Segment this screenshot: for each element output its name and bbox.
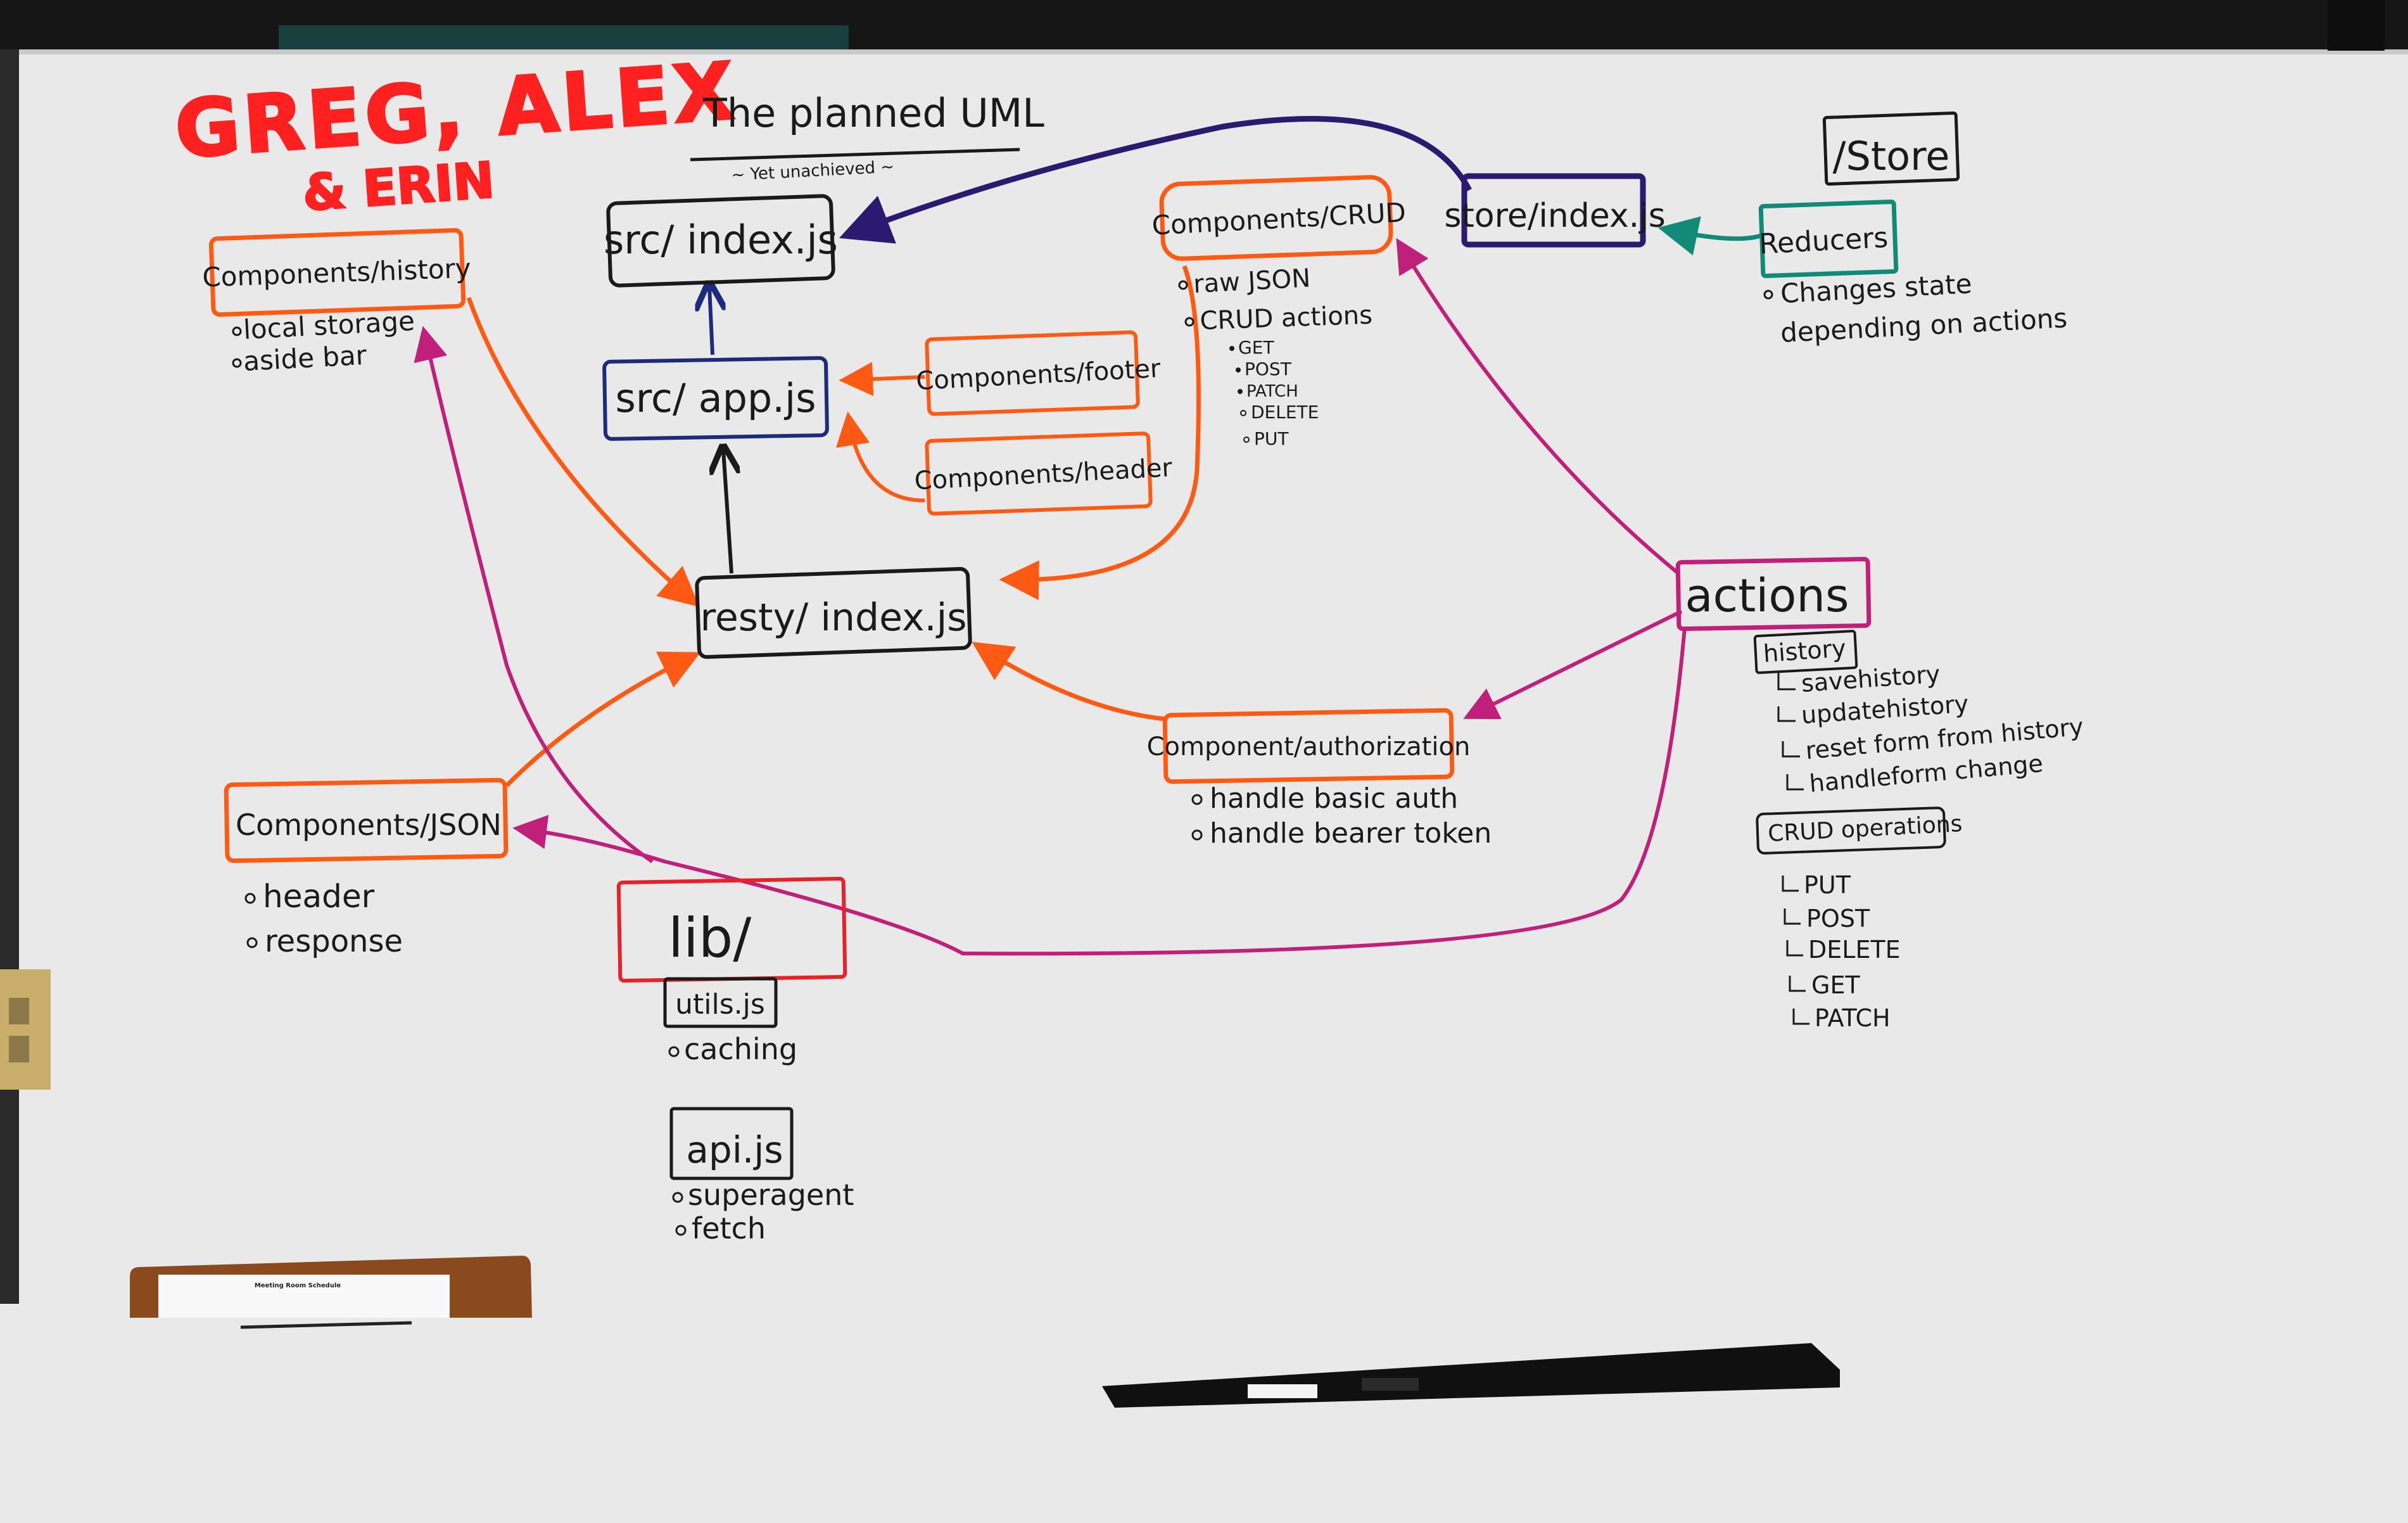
edge-actions-to-json — [512, 627, 1687, 956]
arrow-hook — [1782, 876, 1799, 892]
node-src-app-label: src/ app.js — [615, 375, 816, 421]
actions-crud-item-1: PUT — [1804, 871, 1851, 899]
node-resty-index-label: resty/ index.js — [700, 596, 967, 640]
node-lib: lib/ — [616, 877, 847, 983]
actions-crud-item-3: DELETE — [1808, 936, 1901, 964]
comp-crud-subnote-5: PUT — [1254, 428, 1289, 449]
node-api-label: api.js — [686, 1128, 783, 1171]
edge-auth-to-resty — [972, 642, 1166, 722]
comp-crud-subnote-3: PATCH — [1246, 382, 1298, 401]
node-comp-auth: Component/authorization handle basic aut… — [1147, 708, 1492, 850]
node-src-index-label: src/ index.js — [604, 217, 838, 263]
node-store: /Store — [1822, 112, 1960, 186]
comp-auth-note-1: handle basic auth — [1210, 782, 1458, 815]
bullet — [232, 358, 242, 368]
bullet — [1763, 290, 1773, 300]
comp-history-note-2: aside bar — [243, 340, 368, 377]
node-comp-auth-label: Component/authorization — [1147, 732, 1471, 762]
node-src-app: src/ app.js — [602, 356, 829, 441]
comp-json-note-1: header — [263, 878, 375, 915]
actions-crud-item-2: POST — [1806, 905, 1870, 933]
edge-history-to-resty — [466, 296, 700, 608]
arrow-hook — [1784, 908, 1801, 925]
arrow-hook — [1782, 741, 1800, 758]
comp-crud-subnote-2: POST — [1245, 359, 1292, 379]
comp-crud-note-1: raw JSON — [1193, 264, 1311, 299]
edge-resty-to-app — [723, 450, 732, 574]
edge-header-to-app — [835, 411, 925, 502]
comp-crud-subnote-4: DELETE — [1251, 402, 1319, 423]
comp-crud-note-2: CRUD actions — [1200, 301, 1373, 336]
arrow-hook — [1789, 976, 1806, 992]
node-comp-json: Components/JSON header response — [224, 777, 509, 959]
edge-actions-to-auth — [1463, 609, 1683, 720]
light-switch — [0, 969, 51, 1090]
bullet — [1243, 437, 1250, 443]
schedule-sign-title: Meeting Room Schedule — [255, 1282, 341, 1289]
actions-history-label: history — [1763, 634, 1847, 668]
arrow-hook — [1786, 774, 1804, 791]
bullet — [1178, 280, 1188, 290]
comp-auth-note-2: handle bearer token — [1210, 817, 1492, 850]
node-reducers-label: Reducers — [1758, 222, 1889, 261]
node-lib-label: lib/ — [668, 907, 751, 970]
edge-json-to-resty — [505, 651, 701, 787]
bullet — [244, 893, 256, 904]
node-store-index: store/index.js — [1444, 173, 1666, 248]
bullet — [1191, 794, 1203, 805]
top-frame-tint — [279, 25, 849, 49]
node-comp-json-label: Components/JSON — [236, 808, 502, 842]
bullet — [1238, 389, 1243, 394]
node-store-index-label: store/index.js — [1444, 197, 1665, 235]
edge-crud-to-resty — [999, 265, 1201, 601]
node-utils: utils.js caching — [663, 977, 797, 1066]
edge-actions-to-crud — [1396, 238, 1680, 575]
schedule-sign: Meeting Room Schedule — [130, 1256, 532, 1329]
api-note-2: fetch — [692, 1211, 766, 1246]
bullet — [1184, 317, 1194, 327]
edge-lib-to-history — [414, 326, 654, 863]
node-actions-label: actions — [1685, 569, 1849, 622]
actions-crud-item-5: PATCH — [1815, 1004, 1891, 1032]
right-corner-post — [2328, 0, 2385, 51]
node-resty-index: resty/ index.js — [695, 566, 972, 660]
utils-note-1: caching — [684, 1032, 797, 1066]
bullet — [1229, 346, 1234, 351]
node-src-index: src/ index.js — [604, 194, 838, 288]
actions-crud-item-4: GET — [1811, 971, 1860, 999]
edge-reducers-to-store — [1657, 216, 1762, 256]
node-store-label: /Store — [1833, 133, 1950, 179]
comp-crud-subnote-1: GET — [1238, 337, 1274, 358]
arrow-hook — [1777, 673, 1796, 691]
bullet — [1236, 367, 1241, 373]
edge-store-to-index — [839, 116, 1472, 244]
marker-tray — [1102, 1343, 1840, 1408]
actions-crud-box — [1756, 806, 1946, 855]
comp-json-note-2: response — [265, 924, 403, 959]
arrow-hook — [1786, 940, 1803, 957]
left-frame — [0, 49, 19, 1304]
heading-underline — [690, 148, 1020, 162]
bullet — [668, 1046, 680, 1057]
bullet — [675, 1225, 687, 1236]
bullet — [1191, 829, 1203, 841]
edge-footer-to-app — [839, 362, 925, 397]
authors-line2: & ERIN — [301, 152, 496, 222]
arrow-hook — [1792, 1009, 1809, 1025]
api-note-1: superagent — [688, 1178, 854, 1212]
diagram-heading: The planned UML — [702, 90, 1044, 136]
node-api: api.js superagent fetch — [669, 1107, 854, 1246]
arrow-hook — [1777, 706, 1796, 722]
bullet — [232, 326, 242, 336]
bullet — [1240, 410, 1246, 416]
bullet — [246, 937, 258, 948]
top-rail — [0, 49, 2408, 54]
edge-app-to-index — [709, 286, 713, 355]
bullet — [672, 1192, 683, 1203]
actions-history-box — [1753, 630, 1858, 674]
node-utils-label: utils.js — [675, 988, 765, 1021]
